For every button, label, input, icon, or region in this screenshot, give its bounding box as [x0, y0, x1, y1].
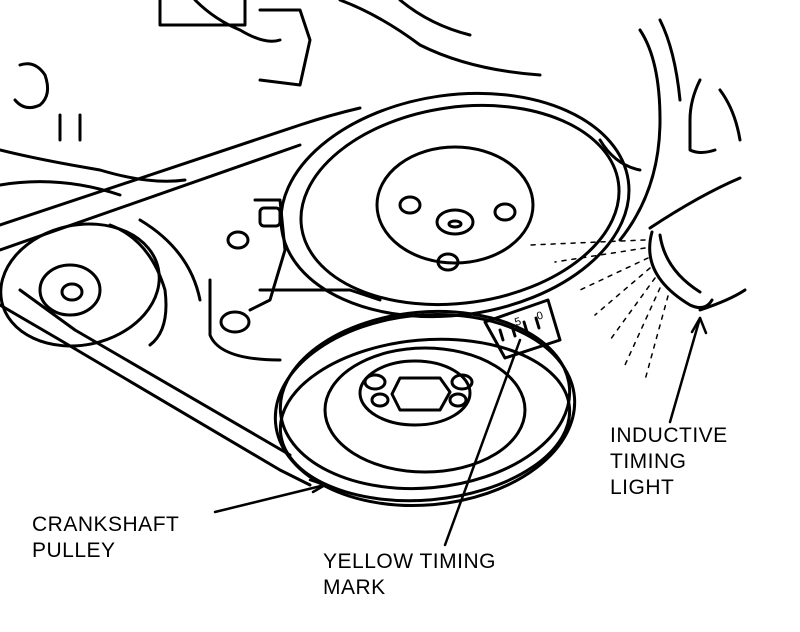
light-beam	[529, 239, 669, 381]
drive-belt	[0, 106, 362, 487]
label-line: TIMING	[610, 450, 687, 473]
label-line: INDUCTIVE	[610, 424, 728, 447]
label-yellow-timing-mark: YELLOW TIMING MARK	[323, 549, 496, 601]
label-line: LIGHT	[610, 476, 675, 499]
leader-lines	[213, 316, 708, 547]
timing-light	[648, 78, 747, 312]
idler-pulley	[0, 218, 202, 348]
leader-timing-light	[668, 316, 702, 424]
label-inductive-timing-light: INDUCTIVE TIMING LIGHT	[610, 423, 728, 501]
label-line: PULLEY	[32, 539, 116, 562]
label-line: MARK	[323, 576, 386, 599]
crankshaft-pulley	[273, 309, 577, 508]
leader-timing-mark	[443, 338, 522, 547]
mount-bracket	[208, 198, 382, 362]
scale-mark-5: 5	[513, 316, 523, 329]
engine-block	[0, 0, 682, 242]
upper-pulley	[279, 91, 631, 319]
label-line: CRANKSHAFT	[32, 513, 180, 536]
leader-crankshaft	[213, 483, 327, 514]
scale-mark-0: 0	[535, 310, 545, 323]
label-crankshaft-pulley: CRANKSHAFT PULLEY	[32, 512, 179, 564]
label-line: YELLOW TIMING	[323, 550, 496, 573]
